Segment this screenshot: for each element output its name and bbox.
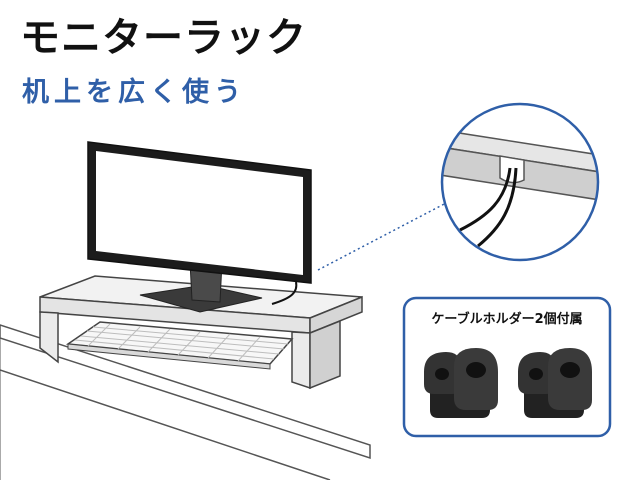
callout-leader-line xyxy=(317,201,449,271)
keyboard-illustration xyxy=(65,321,294,370)
zoom-detail-circle xyxy=(440,102,600,262)
cable-holder-caption: ケーブルホルダー2個付属 xyxy=(431,312,583,327)
cable-holder-icon xyxy=(424,348,498,418)
product-title: モニターラック xyxy=(20,15,307,61)
cable-holder-icon xyxy=(518,348,592,418)
product-tagline: 机上を広く使う xyxy=(22,77,246,108)
desk-illustration xyxy=(0,324,371,480)
monitor-illustration xyxy=(87,141,312,313)
